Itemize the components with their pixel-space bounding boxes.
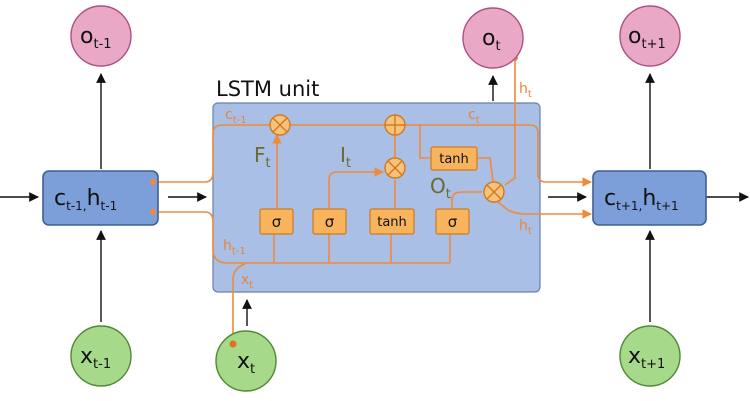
c-prev-label: ct-1 bbox=[225, 107, 247, 126]
state-prev-label: ct-1,ht-1 bbox=[54, 186, 117, 213]
forget-gate-label: Ft bbox=[254, 143, 271, 171]
lstm-unit-title: LSTM unit bbox=[216, 77, 319, 101]
wire-tanh-to-mult bbox=[477, 157, 494, 182]
wire-c-to-tanh bbox=[419, 125, 430, 159]
svg-text:σ: σ bbox=[272, 213, 282, 231]
tanh-box-cell: tanh bbox=[430, 146, 478, 171]
x-curr-label: xt bbox=[241, 272, 253, 291]
svg-text:xt-1: xt-1 bbox=[80, 344, 111, 372]
svg-text:ot: ot bbox=[482, 26, 501, 54]
wire-h-out-right bbox=[497, 201, 592, 219]
wire-x-curr bbox=[232, 263, 246, 344]
svg-text:ot-1: ot-1 bbox=[80, 24, 112, 52]
wire-h-out-top bbox=[504, 58, 516, 186]
add-cell-icon bbox=[384, 114, 406, 136]
output-node-curr: ot bbox=[462, 7, 524, 69]
sigma-box-output: σ bbox=[435, 208, 470, 235]
tanh-box-candidate: tanh bbox=[369, 208, 415, 235]
svg-text:xt+1: xt+1 bbox=[628, 344, 665, 372]
svg-text:tanh: tanh bbox=[439, 152, 469, 167]
wire-output-gate bbox=[451, 191, 482, 208]
input-node-next: xt+1 bbox=[619, 325, 681, 387]
output-node-prev: ot-1 bbox=[70, 5, 132, 67]
svg-text:σ: σ bbox=[325, 213, 335, 231]
wire-input-gate bbox=[328, 167, 384, 208]
multiply-output-icon bbox=[483, 181, 505, 203]
state-box-next bbox=[592, 170, 707, 226]
output-node-next: ot+1 bbox=[619, 5, 681, 67]
state-next-label: ct+1,ht+1 bbox=[604, 186, 679, 213]
multiply-input-icon bbox=[384, 157, 406, 179]
sigma-box-input: σ bbox=[312, 208, 347, 235]
sigma-box-forget: σ bbox=[259, 208, 294, 235]
h-prev-label: ht-1 bbox=[223, 238, 246, 257]
svg-text:σ: σ bbox=[448, 213, 458, 231]
svg-text:ot+1: ot+1 bbox=[628, 24, 666, 52]
h-out-top-label: ht bbox=[519, 81, 532, 100]
wire-c-prev bbox=[158, 124, 270, 183]
input-node-curr: xt bbox=[215, 330, 277, 392]
input-node-prev: xt-1 bbox=[70, 325, 132, 387]
svg-text:tanh: tanh bbox=[377, 215, 407, 230]
wire-c-out bbox=[405, 124, 592, 187]
svg-text:xt: xt bbox=[237, 349, 255, 377]
wire-h-prev bbox=[158, 211, 450, 264]
input-gate-label: It bbox=[340, 143, 351, 171]
output-gate-label: Ot bbox=[430, 174, 451, 202]
state-box-prev bbox=[42, 170, 159, 226]
multiply-forget-icon bbox=[269, 114, 291, 136]
h-out-right-label: ht bbox=[519, 218, 532, 237]
c-curr-label: ct bbox=[468, 107, 480, 126]
